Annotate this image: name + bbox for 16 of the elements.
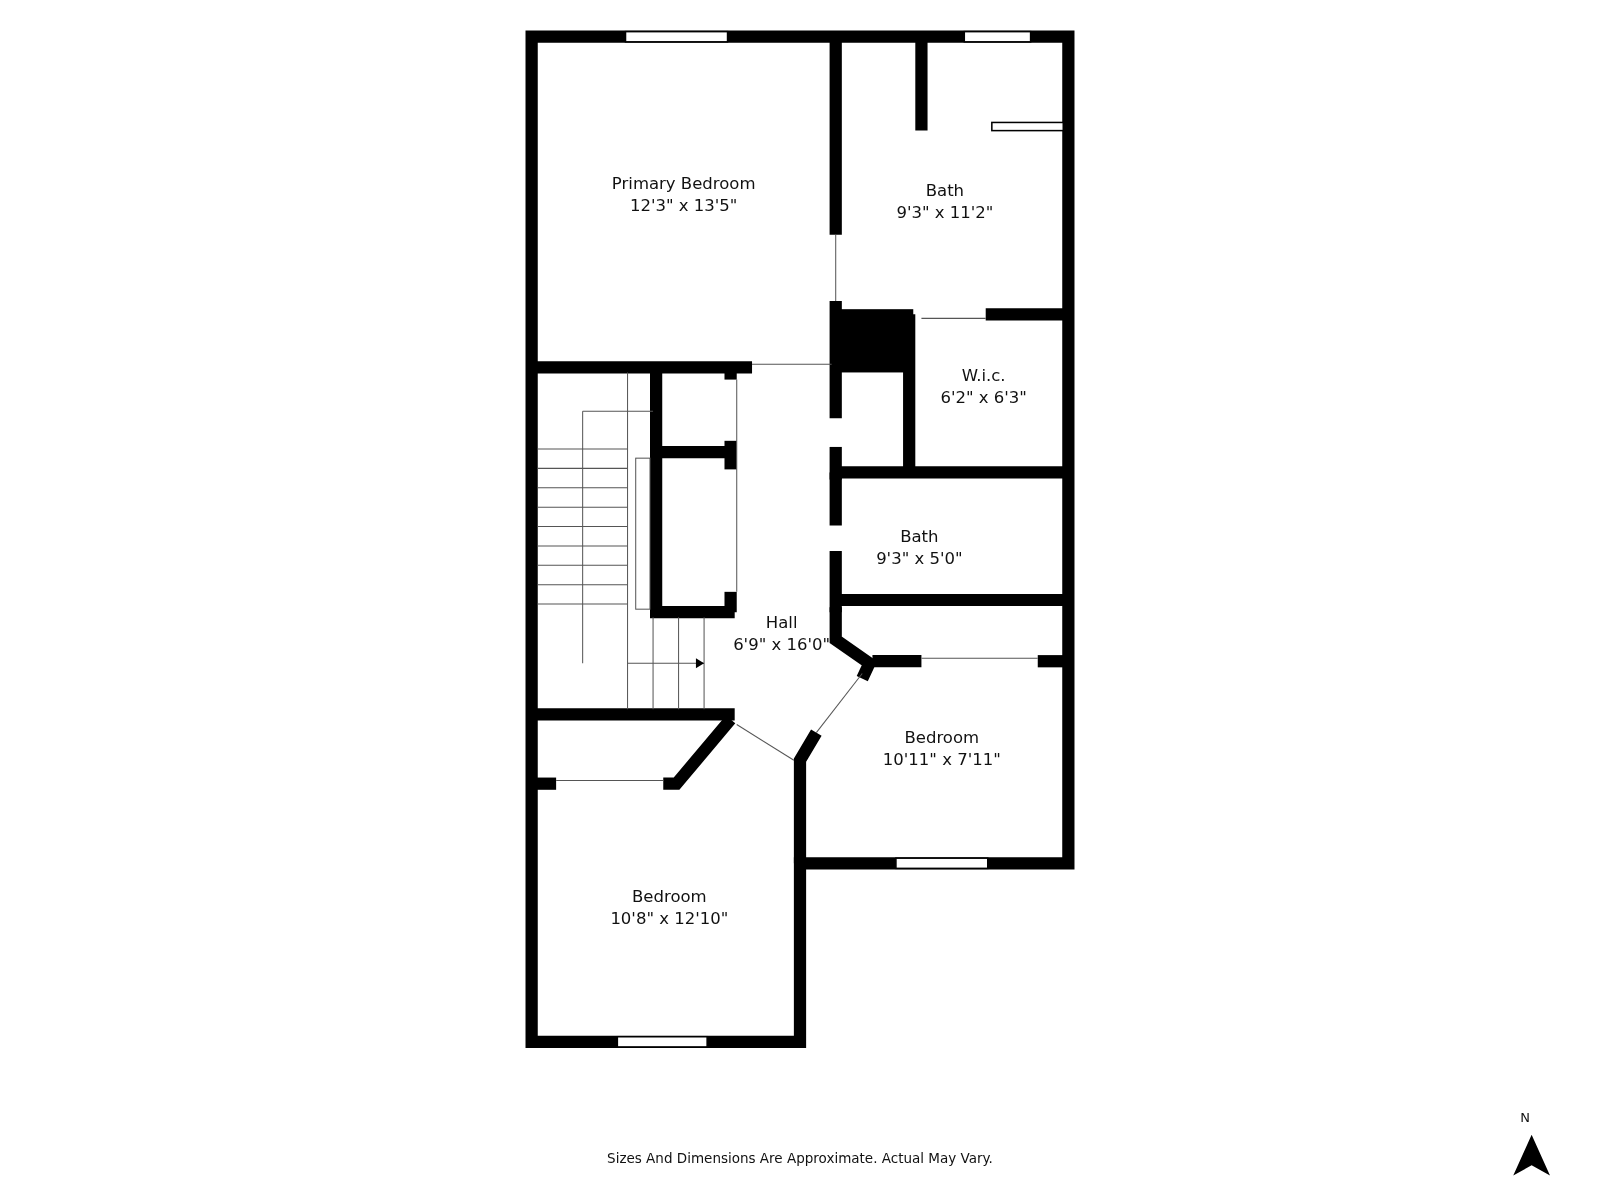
- room-name: W.i.c.: [961, 365, 1006, 388]
- room-name: Primary Bedroom: [611, 173, 756, 196]
- room-dimensions: 10'11" x 7'11": [882, 748, 1001, 771]
- room-dimensions: 6'2" x 6'3": [940, 387, 1027, 410]
- north-label: N: [1520, 1110, 1530, 1125]
- room-name: Hall: [765, 612, 798, 635]
- room-dimensions: 9'3" x 5'0": [876, 547, 963, 570]
- room-name: Bath: [925, 179, 965, 202]
- disclaimer-caption: Sizes And Dimensions Are Approximate. Actual May Vary.: [607, 1150, 993, 1166]
- room-dimensions: 10'8" x 12'10": [610, 907, 729, 930]
- room-name: Bath: [900, 525, 939, 548]
- room-dimensions: 9'3" x 11'2": [896, 201, 994, 224]
- room-dimensions: 6'9" x 16'0": [733, 634, 831, 657]
- room-dimensions: 12'3" x 13'5": [629, 195, 738, 218]
- room-name: Bedroom: [904, 726, 980, 749]
- room-name: Bedroom: [632, 885, 707, 908]
